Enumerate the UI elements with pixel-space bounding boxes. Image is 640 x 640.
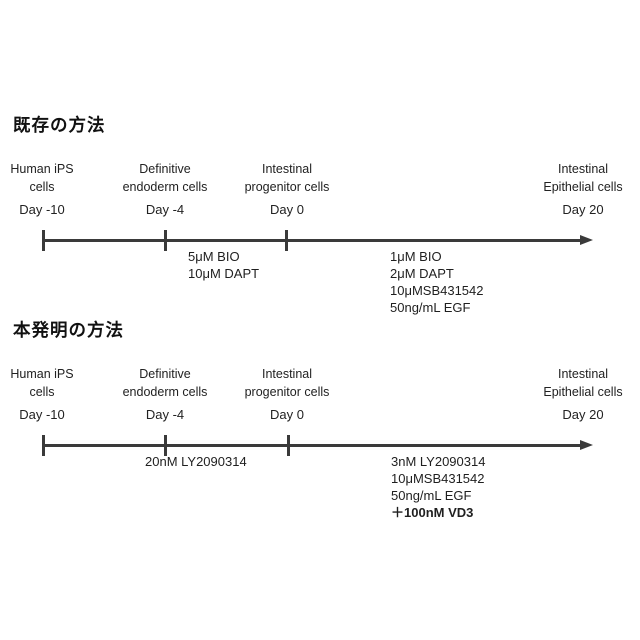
stage-name-line: progenitor cells (244, 385, 330, 399)
stage-intestinal-progenitor: Intestinal progenitor cells Day 0 (212, 365, 362, 424)
stage-name-line: Epithelial cells (543, 385, 623, 399)
stage-name-line: Human iPS (10, 162, 74, 176)
treatment-block-de-to-ip: 5μM BIO 10μM DAPT (188, 248, 259, 282)
treatment-block-ip-to-ie: 3nM LY2090314 10μMSB431542 50ng/mL EGF ＋… (391, 453, 485, 521)
timeline-tick-day-minus4 (164, 230, 167, 251)
stage-name-line: Intestinal (557, 367, 609, 381)
stage-day: Day -4 (145, 202, 185, 217)
stage-name-line: Epithelial cells (543, 180, 623, 194)
stage-definitive-endoderm: Definitive endoderm cells Day -4 (90, 160, 240, 219)
timeline-line (43, 239, 583, 242)
treatment-line: 1μM BIO (390, 249, 442, 264)
stage-day: Day -4 (145, 407, 185, 422)
treatment-line: 10μM DAPT (188, 266, 260, 281)
treatment-line: 10μMSB431542 (391, 471, 485, 486)
method-title-invention: 本発明の方法 (13, 320, 124, 340)
arrowhead-icon (580, 235, 593, 245)
timeline-tick-day0 (285, 230, 288, 251)
stage-human-ips: Human iPS cells Day -10 (0, 160, 117, 219)
timeline-tick-day-minus10 (42, 230, 45, 251)
stage-name-line: cells (29, 180, 55, 194)
stage-name-line: Definitive (139, 162, 191, 176)
timeline-tick-day-minus4 (164, 435, 167, 456)
treatment-block-ip-to-ie: 1μM BIO 2μM DAPT 10μMSB431542 50ng/mL EG… (390, 248, 484, 316)
stage-day: Day 0 (270, 202, 304, 217)
stage-day: Day 20 (562, 202, 604, 217)
treatment-line: 20nM LY2090314 (145, 454, 247, 469)
stage-day: Day 20 (562, 407, 604, 422)
timeline-tick-day0 (287, 435, 290, 456)
stage-name-line: progenitor cells (244, 180, 330, 194)
stage-day: Day 0 (270, 407, 304, 422)
treatment-line: 50ng/mL EGF (391, 488, 472, 503)
treatment-line: 10μMSB431542 (390, 283, 484, 298)
treatment-line: 50ng/mL EGF (390, 300, 471, 315)
treatment-line: 5μM BIO (188, 249, 240, 264)
arrowhead-icon (580, 440, 593, 450)
treatment-line: 2μM DAPT (390, 266, 454, 281)
treatment-line: 3nM LY2090314 (391, 454, 486, 469)
timeline-tick-day-minus10 (42, 435, 45, 456)
stage-name-line: endoderm cells (122, 180, 208, 194)
stage-name-line: Human iPS (10, 367, 74, 381)
stage-human-ips: Human iPS cells Day -10 (0, 365, 117, 424)
stage-name-line: Intestinal (261, 162, 313, 176)
stage-intestinal-epithelial: Intestinal Epithelial cells Day 20 (508, 160, 640, 219)
treatment-line-vd3: ＋100nM VD3 (391, 505, 474, 520)
treatment-block-de-to-ip: 20nM LY2090314 (145, 453, 247, 470)
stage-name-line: cells (29, 385, 55, 399)
stage-day: Day -10 (19, 407, 65, 422)
method-title-existing: 既存の方法 (13, 115, 106, 135)
stage-name-line: Definitive (139, 367, 191, 381)
timeline-line (43, 444, 583, 447)
stage-definitive-endoderm: Definitive endoderm cells Day -4 (90, 365, 240, 424)
stage-day: Day -10 (19, 202, 65, 217)
stage-name-line: endoderm cells (122, 385, 208, 399)
stage-intestinal-epithelial: Intestinal Epithelial cells Day 20 (508, 365, 640, 424)
stage-intestinal-progenitor: Intestinal progenitor cells Day 0 (212, 160, 362, 219)
stage-name-line: Intestinal (261, 367, 313, 381)
stage-name-line: Intestinal (557, 162, 609, 176)
